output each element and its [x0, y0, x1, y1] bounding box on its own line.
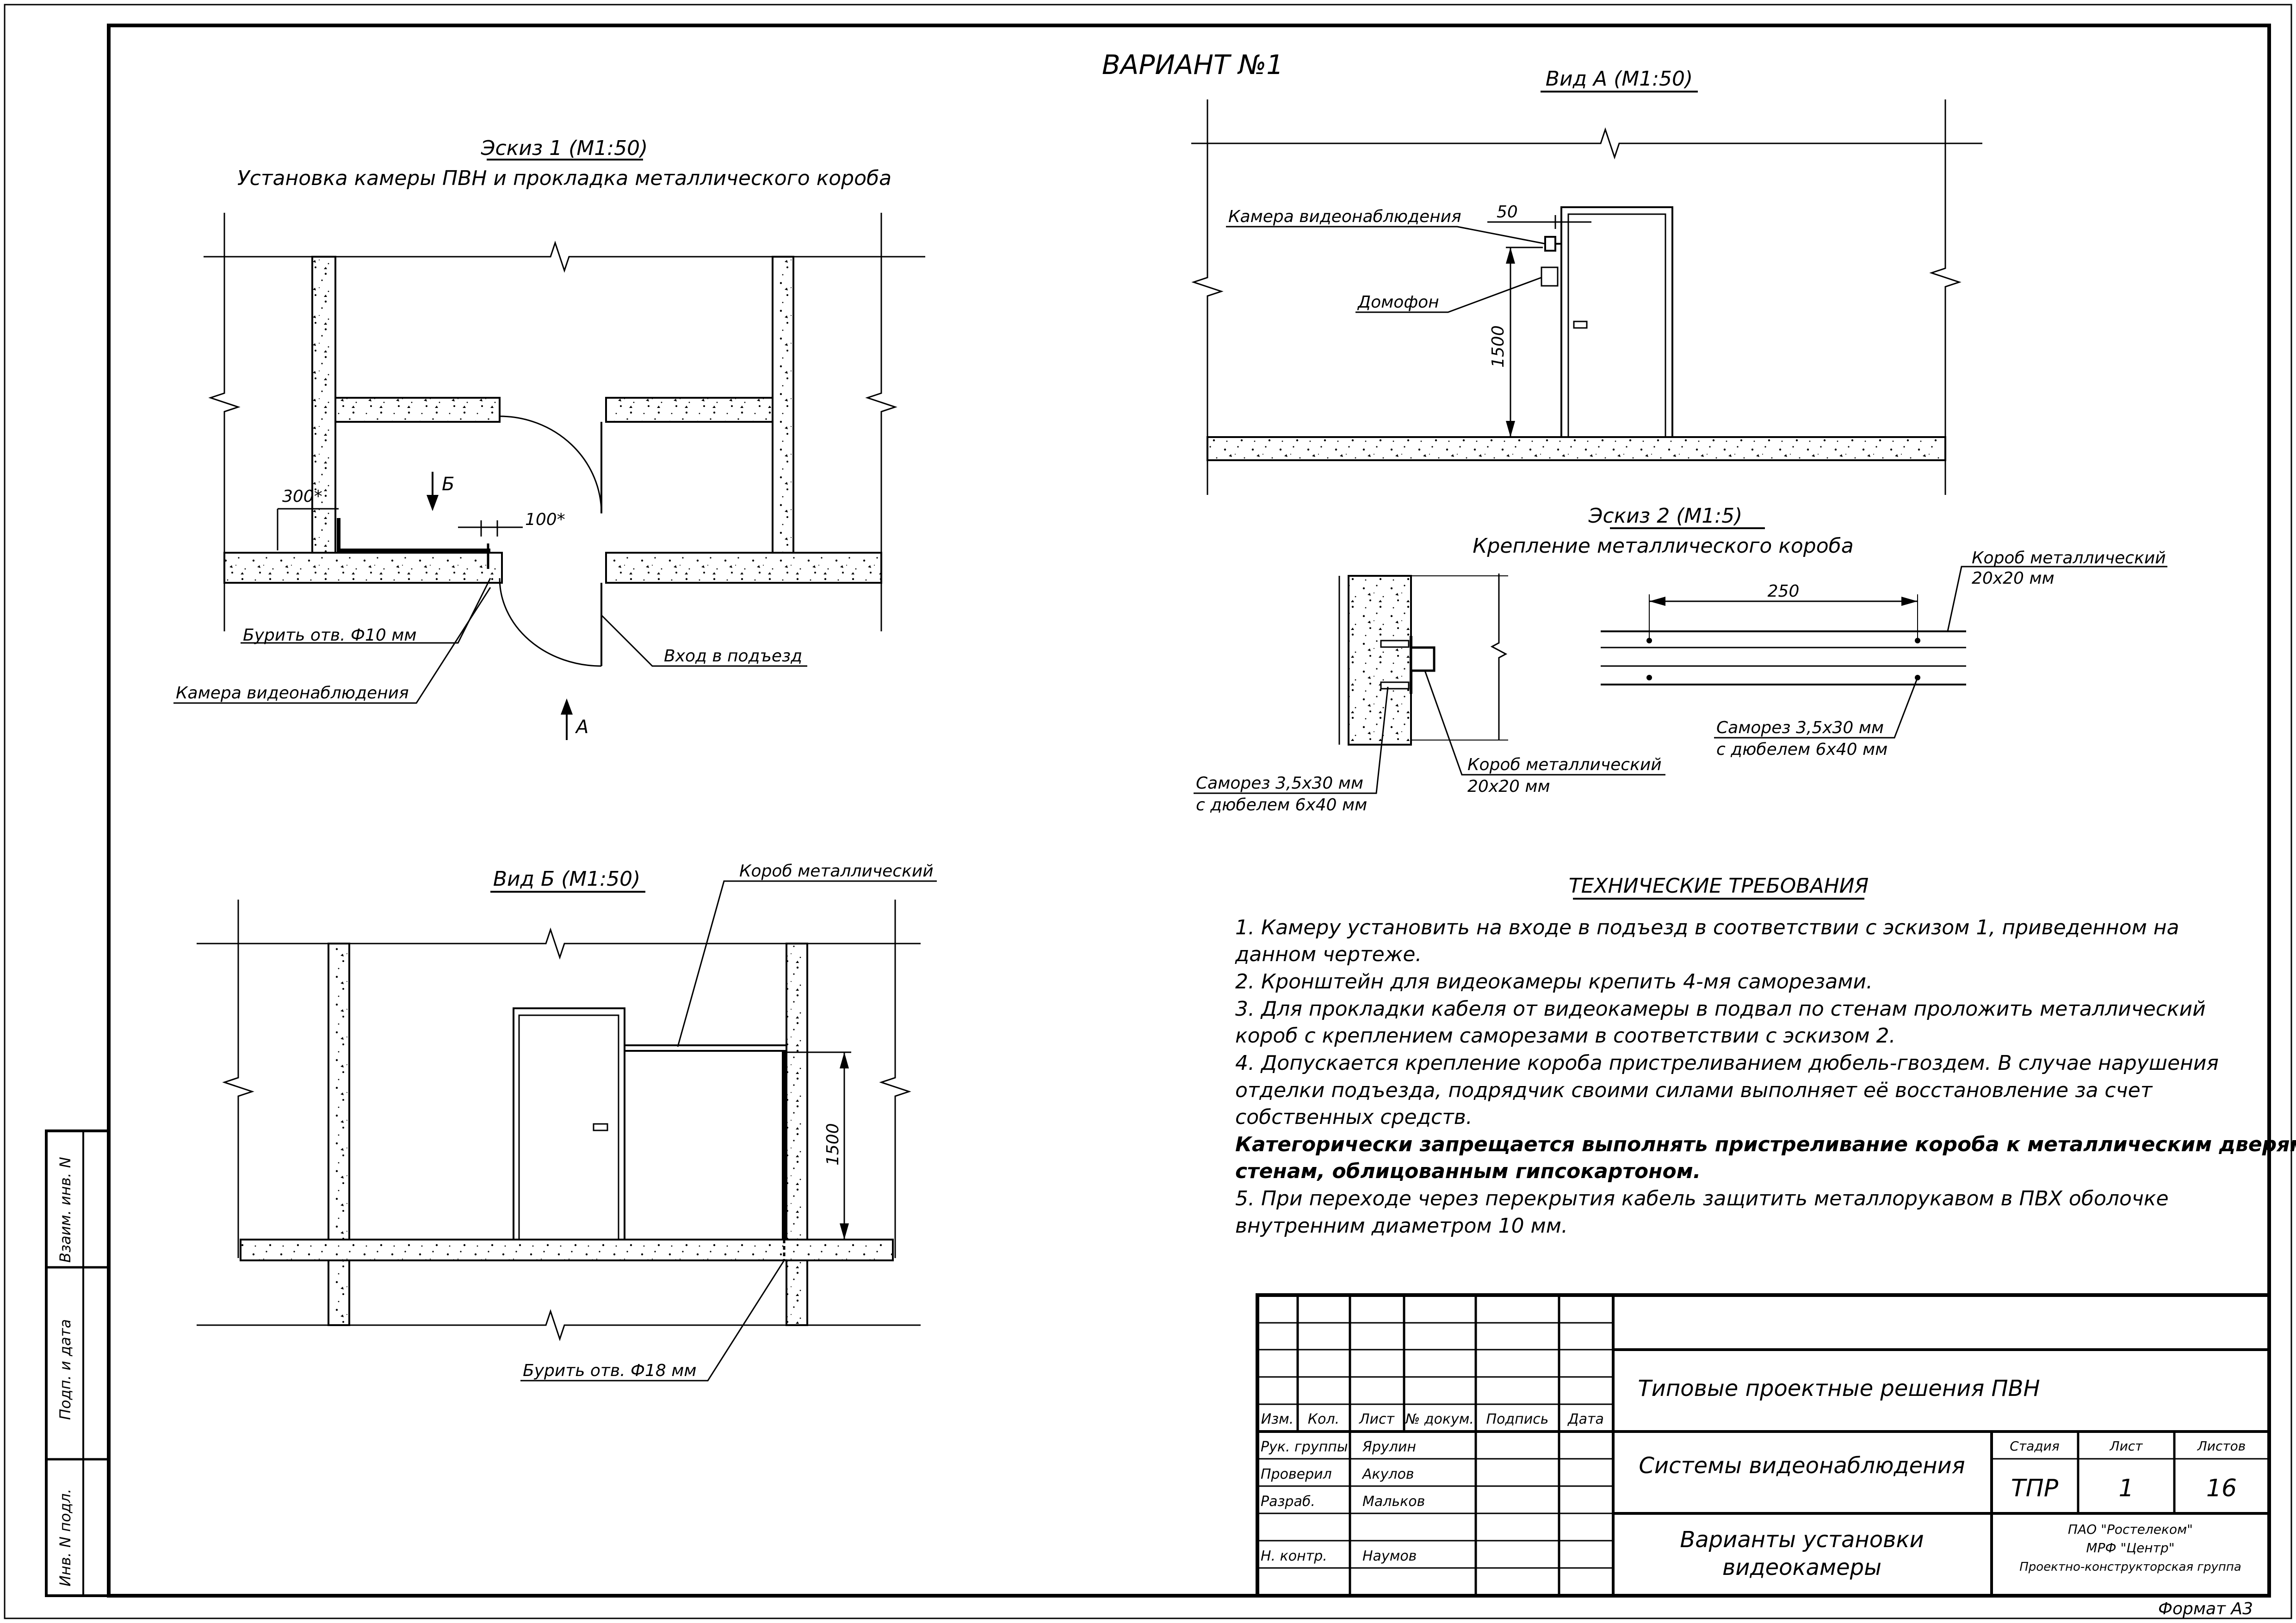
sketch-2-screw-left-line2: с дюбелем 6х40 мм: [1196, 796, 1367, 815]
side-stamp-label-1: Взаим. инв. N: [56, 1157, 74, 1263]
tech-bold-line-1: Категорически запрещается выполнять прис…: [1235, 1133, 2296, 1156]
technical-requirements: ТЕХНИЧЕСКИЕ ТРЕБОВАНИЯ 1. Камеру установ…: [1235, 874, 2296, 1238]
side-stamp: Взаим. инв. N Подп. и дата Инв. N подл.: [45, 1129, 110, 1597]
tb-sheets-value: 16: [2206, 1475, 2237, 1502]
sketch-1: Эскиз 1 (М1:50) Установка камеры ПВН и п…: [173, 136, 925, 740]
sketch-1-drill-label: Бурить отв. Ф10 мм: [243, 626, 417, 645]
tb-org-line-3: Проектно-конструкторская группа: [2019, 1560, 2241, 1574]
view-a: Вид А (М1:50) 50 1500 Камера видеонаблюд…: [1191, 67, 1982, 495]
sketch-1-dim-100: 100*: [525, 510, 565, 529]
tb-name-4: Наумов: [1362, 1548, 1417, 1564]
view-b-title: Вид Б (М1:50): [493, 867, 640, 891]
tb-stage-value: ТПР: [2011, 1475, 2059, 1502]
tech-line-2: данном чертеже.: [1235, 943, 1422, 966]
sketch-2-dim-250: 250: [1768, 582, 1800, 601]
sketch-2-title: Эскиз 2 (М1:5): [1588, 504, 1743, 528]
tb-col-izm: Изм.: [1261, 1411, 1294, 1427]
sketch-2-box-right-line2: 20х20 мм: [1972, 569, 2055, 588]
tech-line-8: собственных средств.: [1235, 1105, 1473, 1129]
tb-col-sign: Подпись: [1486, 1411, 1549, 1427]
tb-stage-label: Стадия: [2010, 1438, 2059, 1454]
tech-line-9: 5. При переходе через перекрытия кабель …: [1235, 1187, 2169, 1210]
sketch-2: Эскиз 2 (М1:5) Крепление металлического …: [1194, 504, 2167, 815]
variant-title: ВАРИАНТ №1: [1102, 49, 1283, 80]
tb-role-2: Проверил: [1261, 1466, 1332, 1482]
sketch-1-camera-label: Камера видеонаблюдения: [176, 684, 409, 703]
tb-org-line-1: ПАО "Ростелеком": [2068, 1522, 2193, 1537]
arrow-b-label: Б: [442, 474, 454, 495]
tb-col-kol: Кол.: [1308, 1411, 1339, 1427]
view-a-dim-50: 50: [1497, 203, 1518, 222]
tb-sheets-label: Листов: [2197, 1438, 2246, 1454]
tb-sheet-label: Лист: [2110, 1438, 2143, 1454]
side-stamp-label-3: Инв. N подл.: [56, 1489, 74, 1586]
tech-line-3: 2. Кронштейн для видеокамеры крепить 4-м…: [1235, 970, 1873, 994]
sketch-2-box-left-line2: 20х20 мм: [1467, 777, 1550, 796]
view-a-intercom-label: Домофон: [1357, 293, 1439, 312]
view-b-dim-1500: 1500: [823, 1123, 842, 1166]
sketch-2-screw-left-line1: Саморез 3,5х30 мм: [1196, 774, 1363, 793]
format-label: Формат А3: [2158, 1599, 2253, 1618]
tech-line-10: внутренним диаметром 10 мм.: [1235, 1214, 1568, 1238]
sketch-2-subtitle: Крепление металлического короба: [1473, 534, 1854, 558]
view-a-title: Вид А (М1:50): [1546, 67, 1693, 91]
tech-line-5: короб с креплением саморезами в соответс…: [1235, 1024, 1896, 1048]
tech-bold-line-2: стенам, облицованным гипсокартоном.: [1235, 1160, 1701, 1183]
side-stamp-label-2: Подп. и дата: [56, 1319, 74, 1420]
tech-line-7: отделки подъезда, подрядчик своими силам…: [1235, 1079, 2153, 1102]
tb-role-1: Рук. группы: [1261, 1439, 1348, 1455]
sketch-1-entrance-label: Вход в подъезд: [664, 647, 802, 666]
tb-system: Системы видеонаблюдения: [1639, 1453, 1965, 1479]
tb-drawing-line-1: Варианты установки: [1680, 1527, 1924, 1553]
arrow-a-label: А: [575, 716, 588, 738]
sketch-2-box-left-line1: Короб металлический: [1467, 755, 1662, 774]
sketch-2-screw-right-line1: Саморез 3,5х30 мм: [1716, 718, 1884, 737]
tb-sheet-value: 1: [2118, 1475, 2134, 1502]
tech-line-1: 1. Камеру установить на входе в подъезд …: [1235, 916, 2179, 939]
tb-col-doc: № докум.: [1405, 1411, 1474, 1427]
tb-col-date: Дата: [1567, 1411, 1604, 1427]
title-block: Изм. Кол. Лист № докум. Подпись Дата Рук…: [1256, 1293, 2271, 1598]
tb-drawing-line-2: видеокамеры: [1722, 1555, 1881, 1580]
tb-role-4: Н. контр.: [1261, 1548, 1327, 1564]
view-b: Вид Б (М1:50) 1500 Короб металлический Б…: [197, 862, 937, 1382]
view-a-camera-label: Камера видеонаблюдения: [1228, 207, 1461, 226]
tech-line-4: 3. Для прокладки кабеля от видеокамеры в…: [1235, 997, 2206, 1021]
tb-org-line-2: МРФ "Центр": [2086, 1540, 2174, 1555]
tb-col-list: Лист: [1359, 1411, 1395, 1427]
view-a-dim-1500: 1500: [1489, 325, 1508, 368]
sketch-2-box-right-line1: Короб металлический: [1972, 549, 2166, 568]
sketch-1-title: Эскиз 1 (М1:50): [481, 136, 648, 160]
sketch-2-screw-right-line2: с дюбелем 6х40 мм: [1716, 740, 1888, 759]
sketch-1-subtitle: Установка камеры ПВН и прокладка металли…: [237, 167, 891, 190]
tb-project-title: Типовые проектные решения ПВН: [1638, 1376, 2040, 1401]
tb-name-1: Ярулин: [1362, 1439, 1416, 1455]
tb-role-3: Разраб.: [1261, 1493, 1315, 1510]
sketch-1-dim-300: 300*: [282, 487, 322, 506]
tb-name-2: Акулов: [1362, 1466, 1414, 1482]
tb-name-3: Мальков: [1362, 1493, 1425, 1510]
view-b-drill-label: Бурить отв. Ф18 мм: [523, 1361, 697, 1380]
view-b-box-label: Короб металлический: [739, 862, 934, 881]
tech-line-6: 4. Допускается крепление короба пристрел…: [1235, 1051, 2219, 1075]
tech-title: ТЕХНИЧЕСКИЕ ТРЕБОВАНИЯ: [1569, 874, 1869, 898]
